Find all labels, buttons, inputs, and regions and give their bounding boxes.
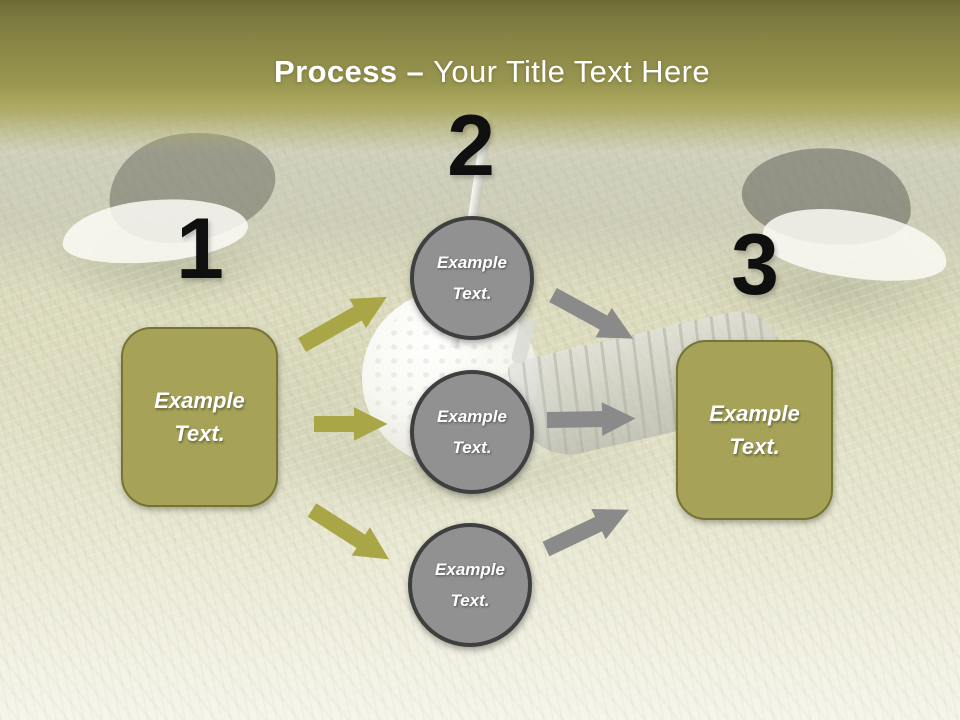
step3-box[interactable]: Example Text. xyxy=(676,340,833,520)
step2-circle-bottom[interactable]: Example Text. xyxy=(408,523,532,647)
step2-circle-middle-label: Example Text. xyxy=(437,406,507,457)
step2-circle-middle[interactable]: Example Text. xyxy=(410,370,534,494)
step1-box-label: Example Text. xyxy=(154,388,245,446)
step2-circle-top[interactable]: Example Text. xyxy=(410,216,534,340)
title-placeholder-text: Your Title Text Here xyxy=(433,54,710,89)
title-dash: – xyxy=(406,54,425,89)
step2-circle-bottom-label: Example Text. xyxy=(435,559,505,610)
title-band: Process–Your Title Text Here xyxy=(0,0,960,152)
step-number-1: 1 xyxy=(176,201,224,297)
step-number-3: 3 xyxy=(731,217,779,313)
title-keyword: Process xyxy=(274,54,398,89)
step1-box[interactable]: Example Text. xyxy=(121,327,278,507)
step2-circle-top-label: Example Text. xyxy=(437,252,507,303)
step3-box-label: Example Text. xyxy=(709,401,800,459)
step-number-2: 2 xyxy=(447,98,495,194)
page-title[interactable]: Process–Your Title Text Here xyxy=(12,54,960,90)
